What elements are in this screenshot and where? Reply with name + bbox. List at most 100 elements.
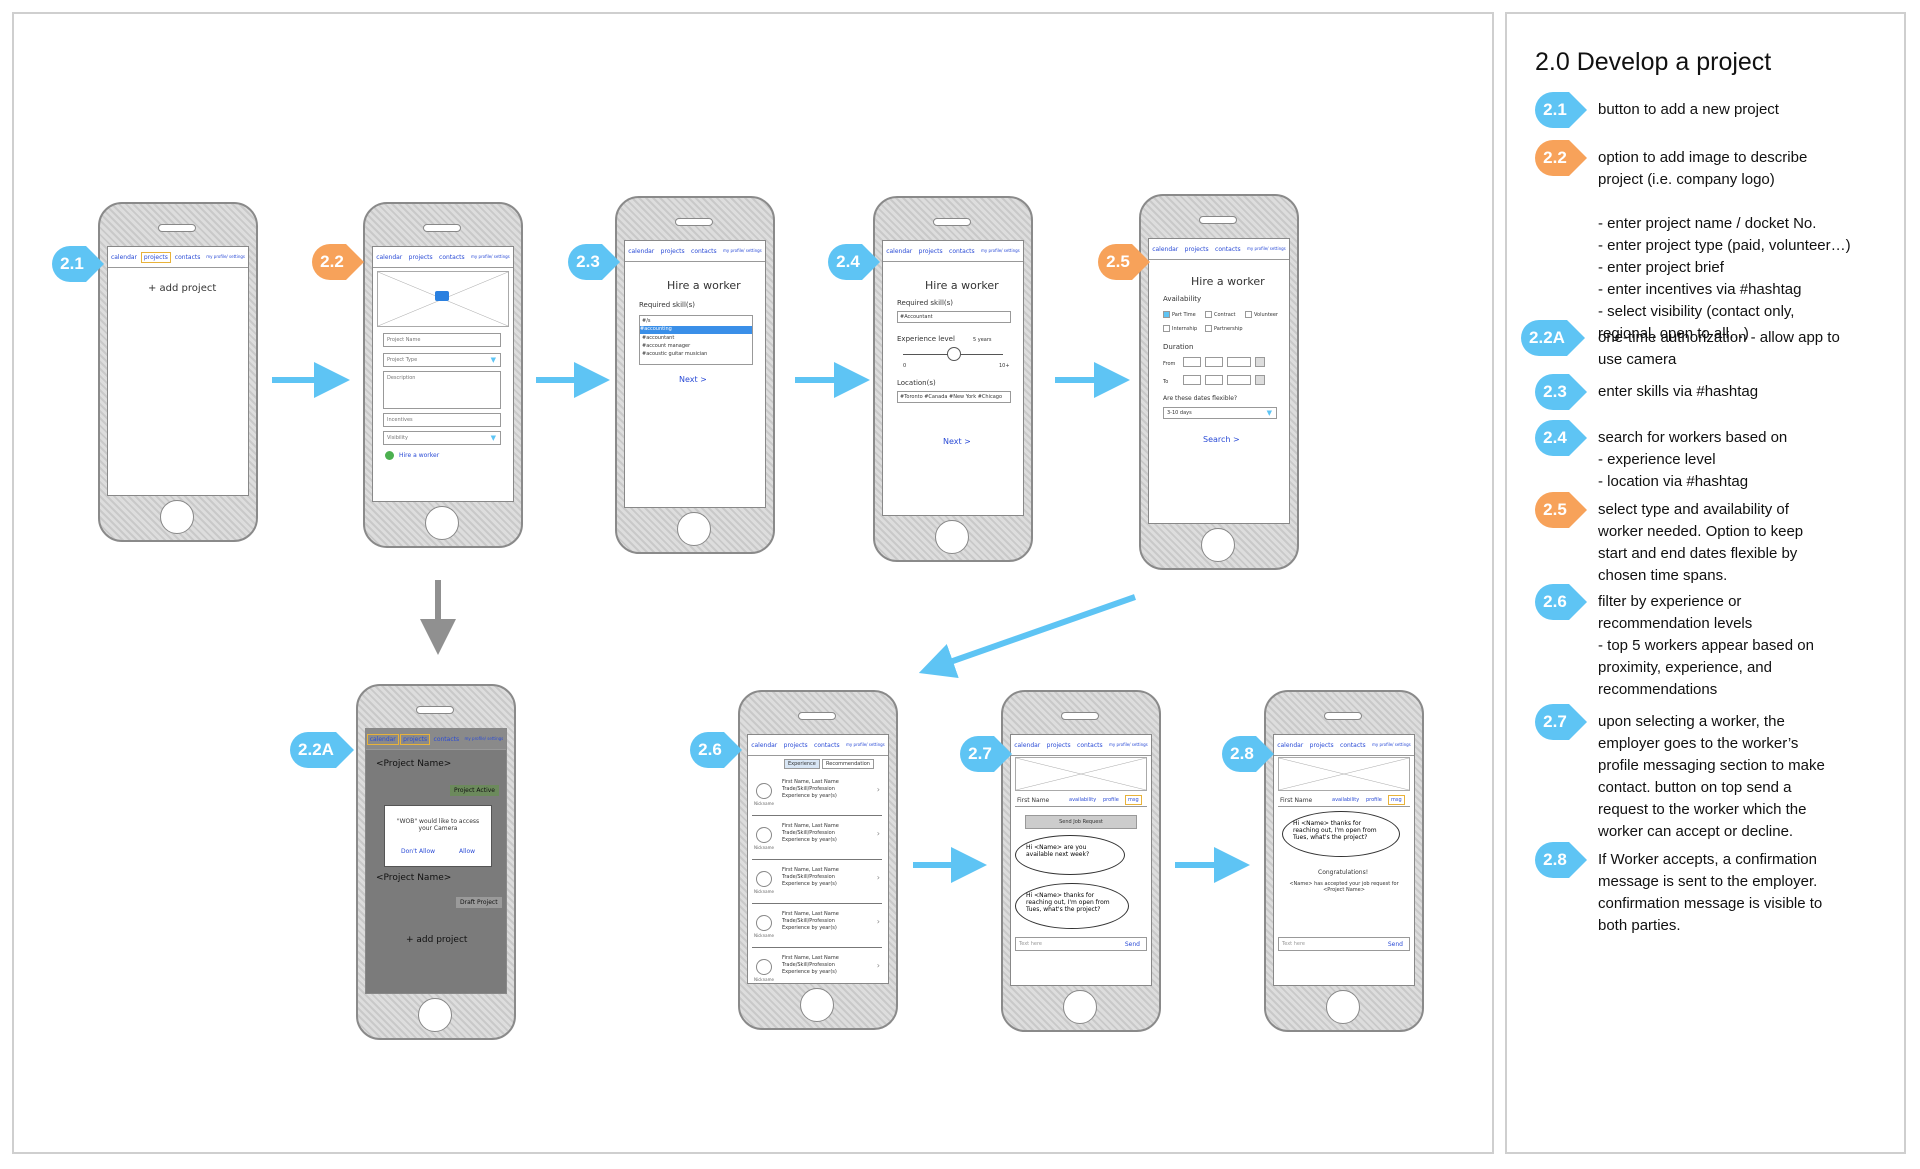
nav-contacts[interactable]: contacts xyxy=(433,735,460,743)
nav-profile-settings[interactable]: my profile/ settings xyxy=(471,254,510,259)
add-project-button[interactable]: + add project xyxy=(406,935,468,945)
nav-contacts[interactable]: contacts xyxy=(439,253,465,261)
nav-calendar[interactable]: calendar xyxy=(1277,741,1304,749)
legend-tag-label: 2.4 xyxy=(1543,428,1567,447)
skill-option[interactable]: #acoustic guitar musician xyxy=(642,351,708,357)
nav-calendar[interactable]: calendar xyxy=(376,253,403,261)
skill-option[interactable]: #accountant xyxy=(642,335,675,341)
incentives-field[interactable]: Incentives xyxy=(383,413,501,427)
nav-contacts[interactable]: contacts xyxy=(1340,741,1366,749)
nav-contacts[interactable]: contacts xyxy=(949,247,975,255)
tab-profile[interactable]: profile xyxy=(1366,797,1382,803)
slider-thumb[interactable] xyxy=(947,347,961,361)
flexible-select[interactable]: 3-10 days▼ xyxy=(1163,407,1277,419)
search-button[interactable]: Search > xyxy=(1203,435,1240,444)
nav-contacts[interactable]: contacts xyxy=(1215,245,1241,253)
nav-projects[interactable]: projects xyxy=(1046,741,1071,749)
nav-calendar[interactable]: calendar xyxy=(751,741,778,749)
from-day-field[interactable] xyxy=(1183,357,1201,367)
message-bubble-received: Hi <Name> thanks for reaching out, I'm o… xyxy=(1282,811,1400,857)
worker-name: First Name, Last Name xyxy=(782,779,839,785)
tab-availability[interactable]: availability xyxy=(1332,797,1360,803)
nav-contacts[interactable]: contacts xyxy=(174,253,201,261)
tab-msg[interactable]: msg xyxy=(1125,795,1142,805)
send-button[interactable]: Send xyxy=(1387,941,1403,948)
nav-projects[interactable]: projects xyxy=(1184,245,1209,253)
tab-recommendation[interactable]: Recommendation xyxy=(822,759,874,769)
nav-calendar[interactable]: calendar xyxy=(628,247,655,255)
legend-description: If Worker accepts, a confirmation messag… xyxy=(1598,851,1823,934)
tab-msg[interactable]: msg xyxy=(1388,795,1405,805)
worker-trade: Trade/Skill/Profession xyxy=(782,962,835,968)
nav-calendar[interactable]: calendar xyxy=(886,247,913,255)
calendar-icon[interactable] xyxy=(1255,357,1265,367)
description-field[interactable]: Description xyxy=(383,371,501,409)
visibility-field[interactable]: Visibility▼ xyxy=(383,431,501,445)
nav-contacts[interactable]: contacts xyxy=(1077,741,1103,749)
skills-autocomplete[interactable]: #/s #accounting #accountant #account man… xyxy=(639,315,753,365)
next-button[interactable]: Next > xyxy=(943,437,971,446)
skill-option[interactable]: #accounting xyxy=(640,326,752,334)
from-year-field[interactable] xyxy=(1227,357,1251,367)
nav-projects[interactable]: projects xyxy=(918,247,943,255)
phone-2.2A: calendar projects contacts my profile/ s… xyxy=(356,684,516,1040)
nav-profile-settings[interactable]: my profile/ settings xyxy=(1247,246,1286,251)
nav-calendar[interactable]: calendar xyxy=(110,253,138,261)
project-type-field[interactable]: Project Type▼ xyxy=(383,353,501,367)
partnership-checkbox[interactable]: Partnership xyxy=(1205,325,1243,332)
nav-projects[interactable]: projects xyxy=(140,251,171,263)
nav-projects[interactable]: projects xyxy=(783,741,808,749)
nav-profile-settings[interactable]: my profile/ settings xyxy=(846,742,885,747)
nav-profile-settings[interactable]: my profile/ settings xyxy=(1109,742,1148,747)
skill-option[interactable]: #account manager xyxy=(642,343,691,349)
part-time-checkbox[interactable]: Part Time xyxy=(1163,311,1196,318)
nav-calendar[interactable]: calendar xyxy=(1014,741,1041,749)
hire-worker-link[interactable]: Hire a worker xyxy=(399,452,440,459)
tab-availability[interactable]: availability xyxy=(1069,797,1097,803)
congrats-text: Congratulations! xyxy=(1318,869,1369,876)
nav-calendar[interactable]: calendar xyxy=(366,733,399,745)
add-project-button[interactable]: + add project xyxy=(148,283,217,294)
nav-projects[interactable]: projects xyxy=(660,247,685,255)
volunteer-checkbox[interactable]: Volunteer xyxy=(1245,311,1278,318)
locations-field[interactable]: #Toronto #Canada #New York #Chicago xyxy=(897,391,1011,403)
calendar-icon[interactable] xyxy=(1255,375,1265,385)
internship-checkbox[interactable]: Internship xyxy=(1163,325,1197,332)
nav-profile-settings[interactable]: my profile/ settings xyxy=(981,248,1020,253)
nav-projects[interactable]: projects xyxy=(1309,741,1334,749)
to-year-field[interactable] xyxy=(1227,375,1251,385)
nav-projects[interactable]: projects xyxy=(400,733,431,745)
camera-icon[interactable] xyxy=(435,291,449,301)
tab-experience[interactable]: Experience xyxy=(784,759,820,769)
dont-allow-button[interactable]: Don't Allow xyxy=(401,848,436,855)
nav-contacts[interactable]: contacts xyxy=(814,741,840,749)
next-button[interactable]: Next > xyxy=(679,375,707,384)
from-month-field[interactable] xyxy=(1205,357,1223,367)
project-name-field[interactable]: Project Name xyxy=(383,333,501,347)
project-name-2[interactable]: <Project Name> xyxy=(376,873,452,883)
nav-profile-settings[interactable]: my profile/ settings xyxy=(206,254,245,259)
nav-profile-settings[interactable]: my profile/ settings xyxy=(464,736,504,741)
allow-button[interactable]: Allow xyxy=(459,848,476,855)
send-button[interactable]: Send xyxy=(1124,941,1140,948)
project-name-1[interactable]: <Project Name> xyxy=(376,759,452,769)
nav-profile-settings[interactable]: my profile/ settings xyxy=(1372,742,1411,747)
send-job-request-button[interactable]: Send Job Request xyxy=(1025,815,1137,829)
nav-projects[interactable]: projects xyxy=(408,253,433,261)
nav-profile-settings[interactable]: my profile/ settings xyxy=(723,248,762,253)
nav-calendar[interactable]: calendar xyxy=(1152,245,1179,253)
to-day-field[interactable] xyxy=(1183,375,1201,385)
contract-checkbox[interactable]: Contract xyxy=(1205,311,1236,318)
skill-field[interactable]: #Accountant xyxy=(897,311,1011,323)
tab-profile[interactable]: profile xyxy=(1103,797,1119,803)
to-month-field[interactable] xyxy=(1205,375,1223,385)
phone-2.7: calendar projects contacts my profile/ s… xyxy=(1001,690,1161,1032)
nav-contacts[interactable]: contacts xyxy=(691,247,717,255)
